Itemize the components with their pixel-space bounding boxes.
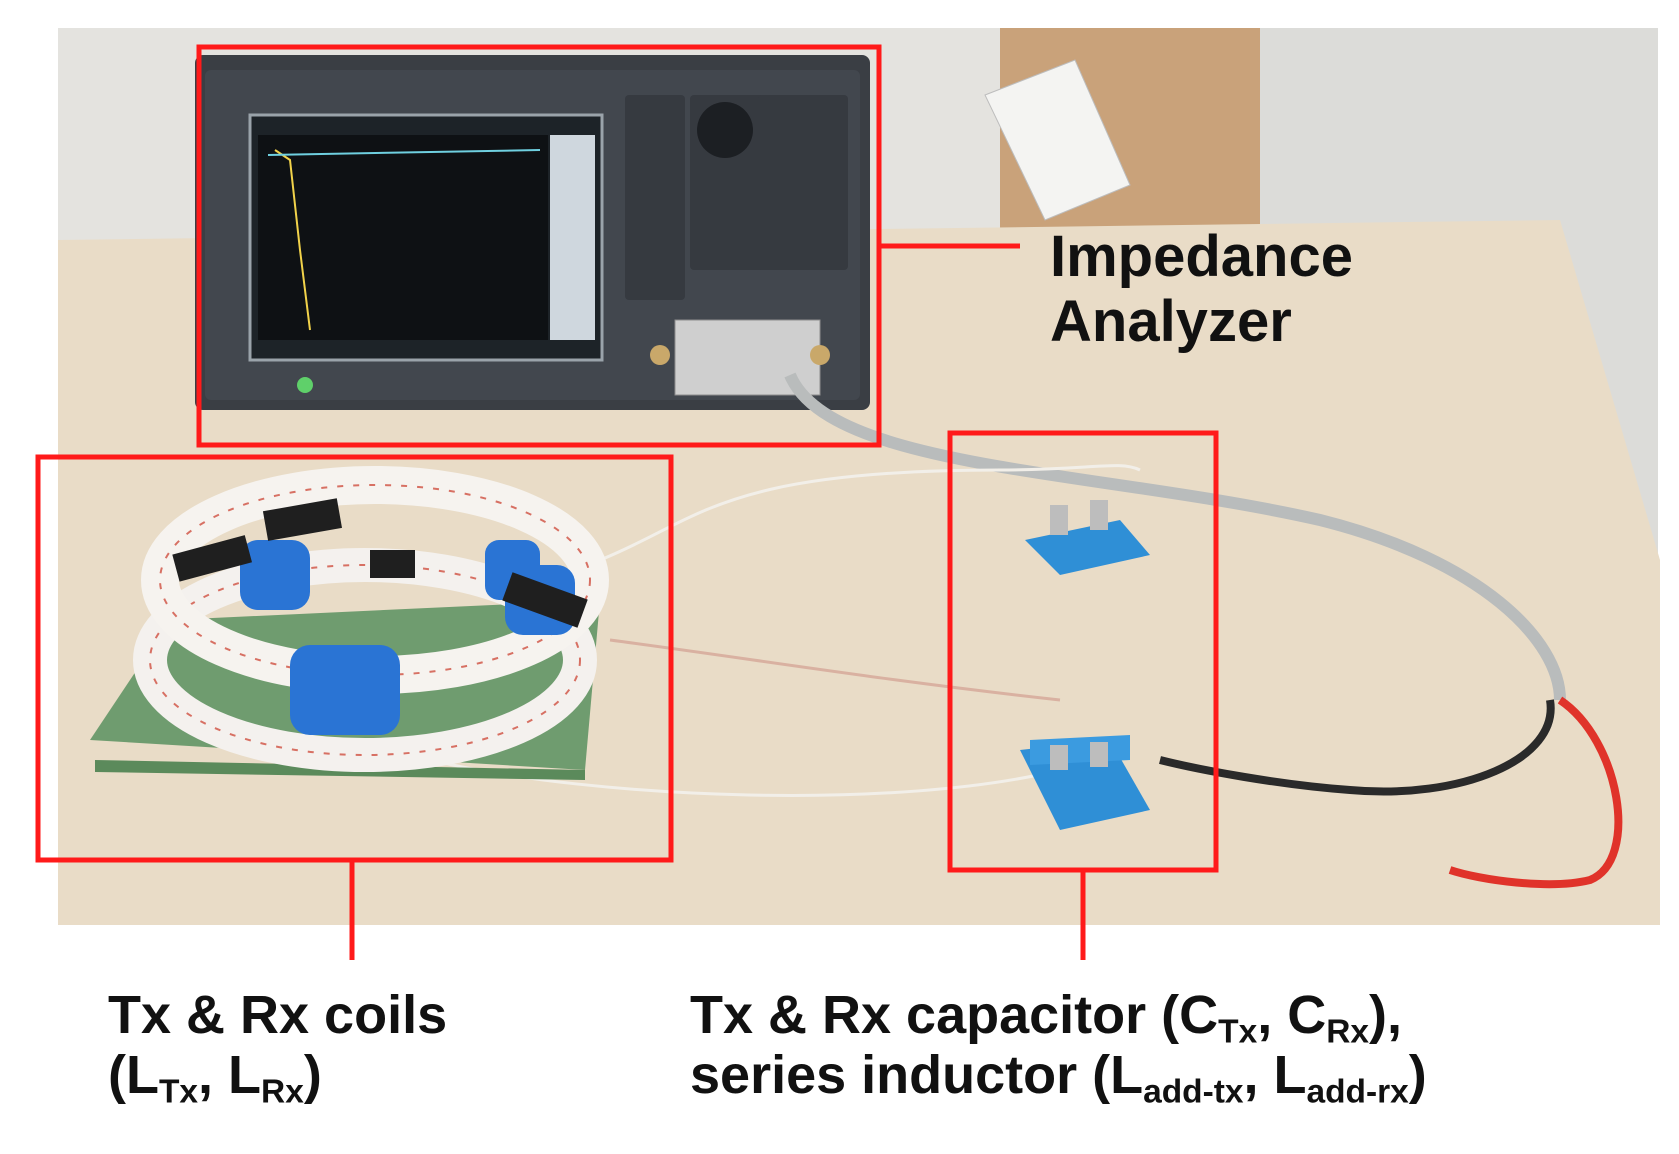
coils-open-text: (L xyxy=(108,1045,159,1106)
label-caps-line1: Tx & Rx capacitor (CTx, CRx), xyxy=(690,985,1427,1049)
caps-sub-laddtx: add-tx xyxy=(1143,1073,1244,1111)
gray-cable xyxy=(784,372,1566,701)
label-impedance-analyzer: Impedance Analyzer xyxy=(1050,224,1353,355)
caps-line2-b: , L xyxy=(1243,1045,1307,1106)
caps-line1-c: ), xyxy=(1369,985,1403,1045)
label-coils-line2: (LTx, LRx) xyxy=(108,1045,447,1109)
caps-sub-laddrx: add-rx xyxy=(1306,1073,1409,1111)
caps-line2-a: series inductor (L xyxy=(690,1045,1144,1106)
label-capacitor-inductor: Tx & Rx capacitor (CTx, CRx), series ind… xyxy=(690,985,1427,1109)
coils-close-text: ) xyxy=(303,1045,322,1106)
capacitor-holder-upper xyxy=(1025,500,1150,575)
caps-line1-b: , C xyxy=(1257,985,1327,1045)
label-analyzer-line2: Analyzer xyxy=(1050,288,1292,354)
paper-sheet xyxy=(984,59,1131,221)
thin-wire-1 xyxy=(599,464,1141,562)
impedance-analyzer-device xyxy=(195,55,870,410)
analyzer-screen xyxy=(258,135,548,340)
coils-mid-text: , L xyxy=(198,1045,262,1106)
red-lead xyxy=(1448,696,1623,889)
coils-sub-tx: Tx xyxy=(158,1073,199,1111)
label-caps-line2: series inductor (Ladd-tx, Ladd-rx) xyxy=(690,1045,1427,1109)
coil-pair xyxy=(133,466,609,772)
label-analyzer-line1: Impedance xyxy=(1050,224,1353,289)
caps-line1-a: Tx & Rx capacitor (C xyxy=(690,985,1219,1045)
caps-sub-crx: Rx xyxy=(1326,1013,1370,1051)
label-coils-line1: Tx & Rx coils xyxy=(108,985,448,1045)
caps-sub-ctx: Tx xyxy=(1218,1013,1258,1051)
caps-line2-c: ) xyxy=(1408,1045,1427,1106)
coils-sub-rx: Rx xyxy=(261,1073,304,1111)
capacitor-holder-lower xyxy=(1020,735,1150,830)
label-coils: Tx & Rx coils (LTx, LRx) xyxy=(108,985,448,1109)
